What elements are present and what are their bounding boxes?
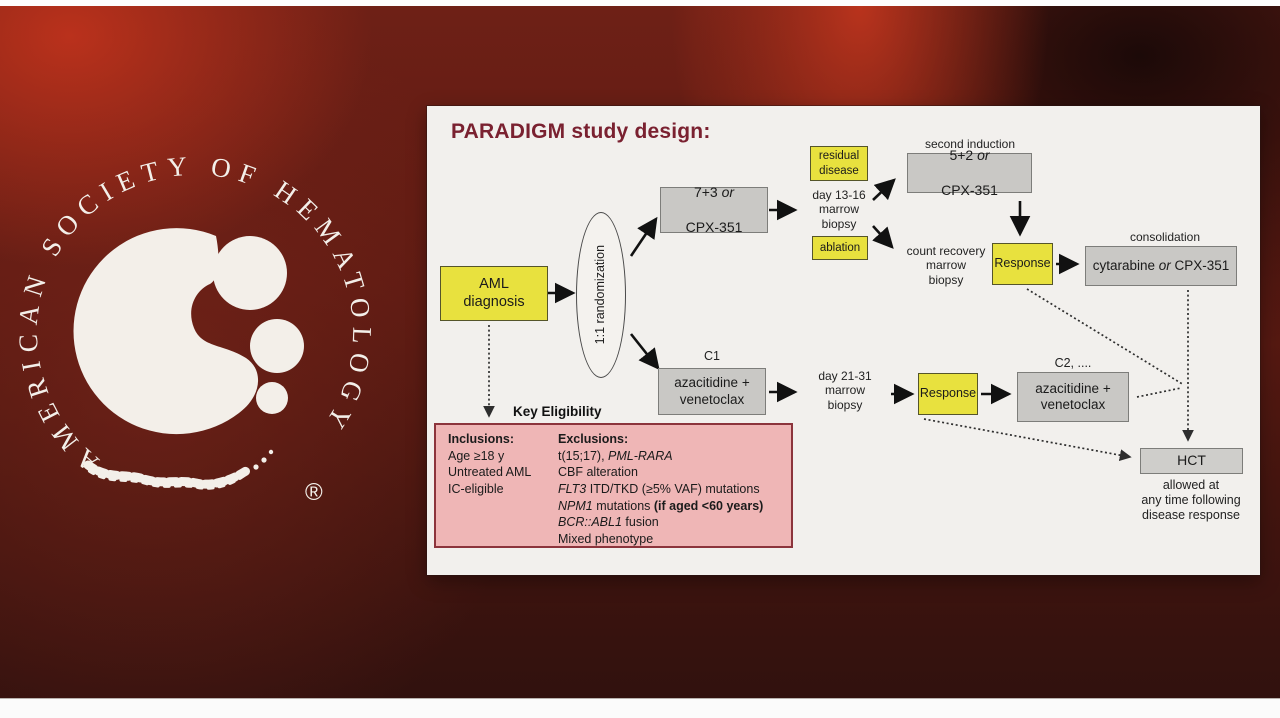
node-induction-7-3: 7+3 or CPX-351: [660, 184, 768, 235]
node-hct: HCT: [1140, 448, 1243, 474]
registered-mark-icon: ®: [305, 479, 323, 506]
eligibility-box: Inclusions: Age ≥18 y Untreated AML IC-e…: [434, 423, 793, 548]
label-c1: C1: [704, 349, 720, 363]
label-hct-note: allowed at any time following disease re…: [1141, 478, 1241, 522]
slide-title: PARADIGM study design:: [451, 120, 711, 143]
ash-logo: AMERICAN SOCIETY OF HEMATOLOGY ®: [13, 150, 370, 506]
exclusion-item: Mixed phenotype: [558, 531, 654, 546]
node-response-intensive-arm: Response: [992, 243, 1053, 285]
node-response-venetoclax-arm: Response: [918, 373, 978, 415]
label-day-21-31-biopsy: day 21-31 marrow biopsy: [818, 369, 872, 412]
exclusions-header: Exclusions:: [558, 432, 629, 446]
inclusion-item: Untreated AML: [448, 465, 532, 480]
label-consolidation: consolidation: [1129, 230, 1201, 244]
inclusions-header: Inclusions:: [448, 432, 514, 446]
bottom-letterbox-bar: [0, 698, 1280, 718]
node-consolidation: cytarabine or CPX-351: [1085, 246, 1237, 286]
inclusions-column: Inclusions: Age ≥18 y Untreated AML IC-e…: [448, 431, 556, 498]
node-c1-azacitidine-venetoclax: azacitidine + venetoclax: [658, 368, 766, 415]
dotted-c2-to-hct: [1136, 387, 1182, 398]
inclusion-item: IC-eligible: [448, 481, 504, 496]
arrow-randomization-to-c1: [629, 333, 660, 371]
randomization-label: 1:1 randomization: [593, 245, 608, 345]
exclusion-item: BCR::ABL1 fusion: [558, 515, 659, 530]
label-key-eligibility: Key Eligibility: [513, 404, 602, 419]
node-residual-disease: residual disease: [810, 146, 868, 181]
node-ablation: ablation: [812, 236, 868, 260]
arrow-randomization-to-induction: [629, 216, 658, 257]
logo-braid: [83, 449, 274, 490]
label-day-13-16-biopsy: day 13-16 marrow biopsy: [812, 188, 866, 231]
exclusion-item: t(15;17), PML-RARA: [558, 448, 673, 463]
logo-cell-mark: [73, 228, 304, 435]
label-count-recovery-biopsy: count recovery marrow biopsy: [906, 244, 986, 287]
top-letterbox-bar: [0, 0, 1280, 6]
exclusion-item: NPM1 mutations (if aged <60 years): [558, 498, 764, 513]
label-c2: C2, ....: [1054, 356, 1092, 370]
node-randomization: 1:1 randomization: [576, 212, 626, 378]
exclusions-column: Exclusions: t(15;17), PML-RARA CBF alter…: [558, 431, 788, 547]
node-aml-diagnosis: AML diagnosis: [440, 266, 548, 321]
slide-panel: PARADIGM study design:: [427, 106, 1260, 575]
dotted-response2-to-hct: [923, 418, 1132, 462]
exclusion-item: FLT3 ITD/TKD (≥5% VAF) mutations: [558, 481, 760, 496]
label-second-induction: second induction: [924, 137, 1016, 151]
inclusion-item: Age ≥18 y: [448, 448, 505, 463]
exclusion-item: CBF alteration: [558, 465, 638, 480]
node-c2-azacitidine-venetoclax: azacitidine + venetoclax: [1017, 372, 1129, 422]
node-second-induction-5-2: 5+2 or CPX-351: [907, 147, 1032, 198]
